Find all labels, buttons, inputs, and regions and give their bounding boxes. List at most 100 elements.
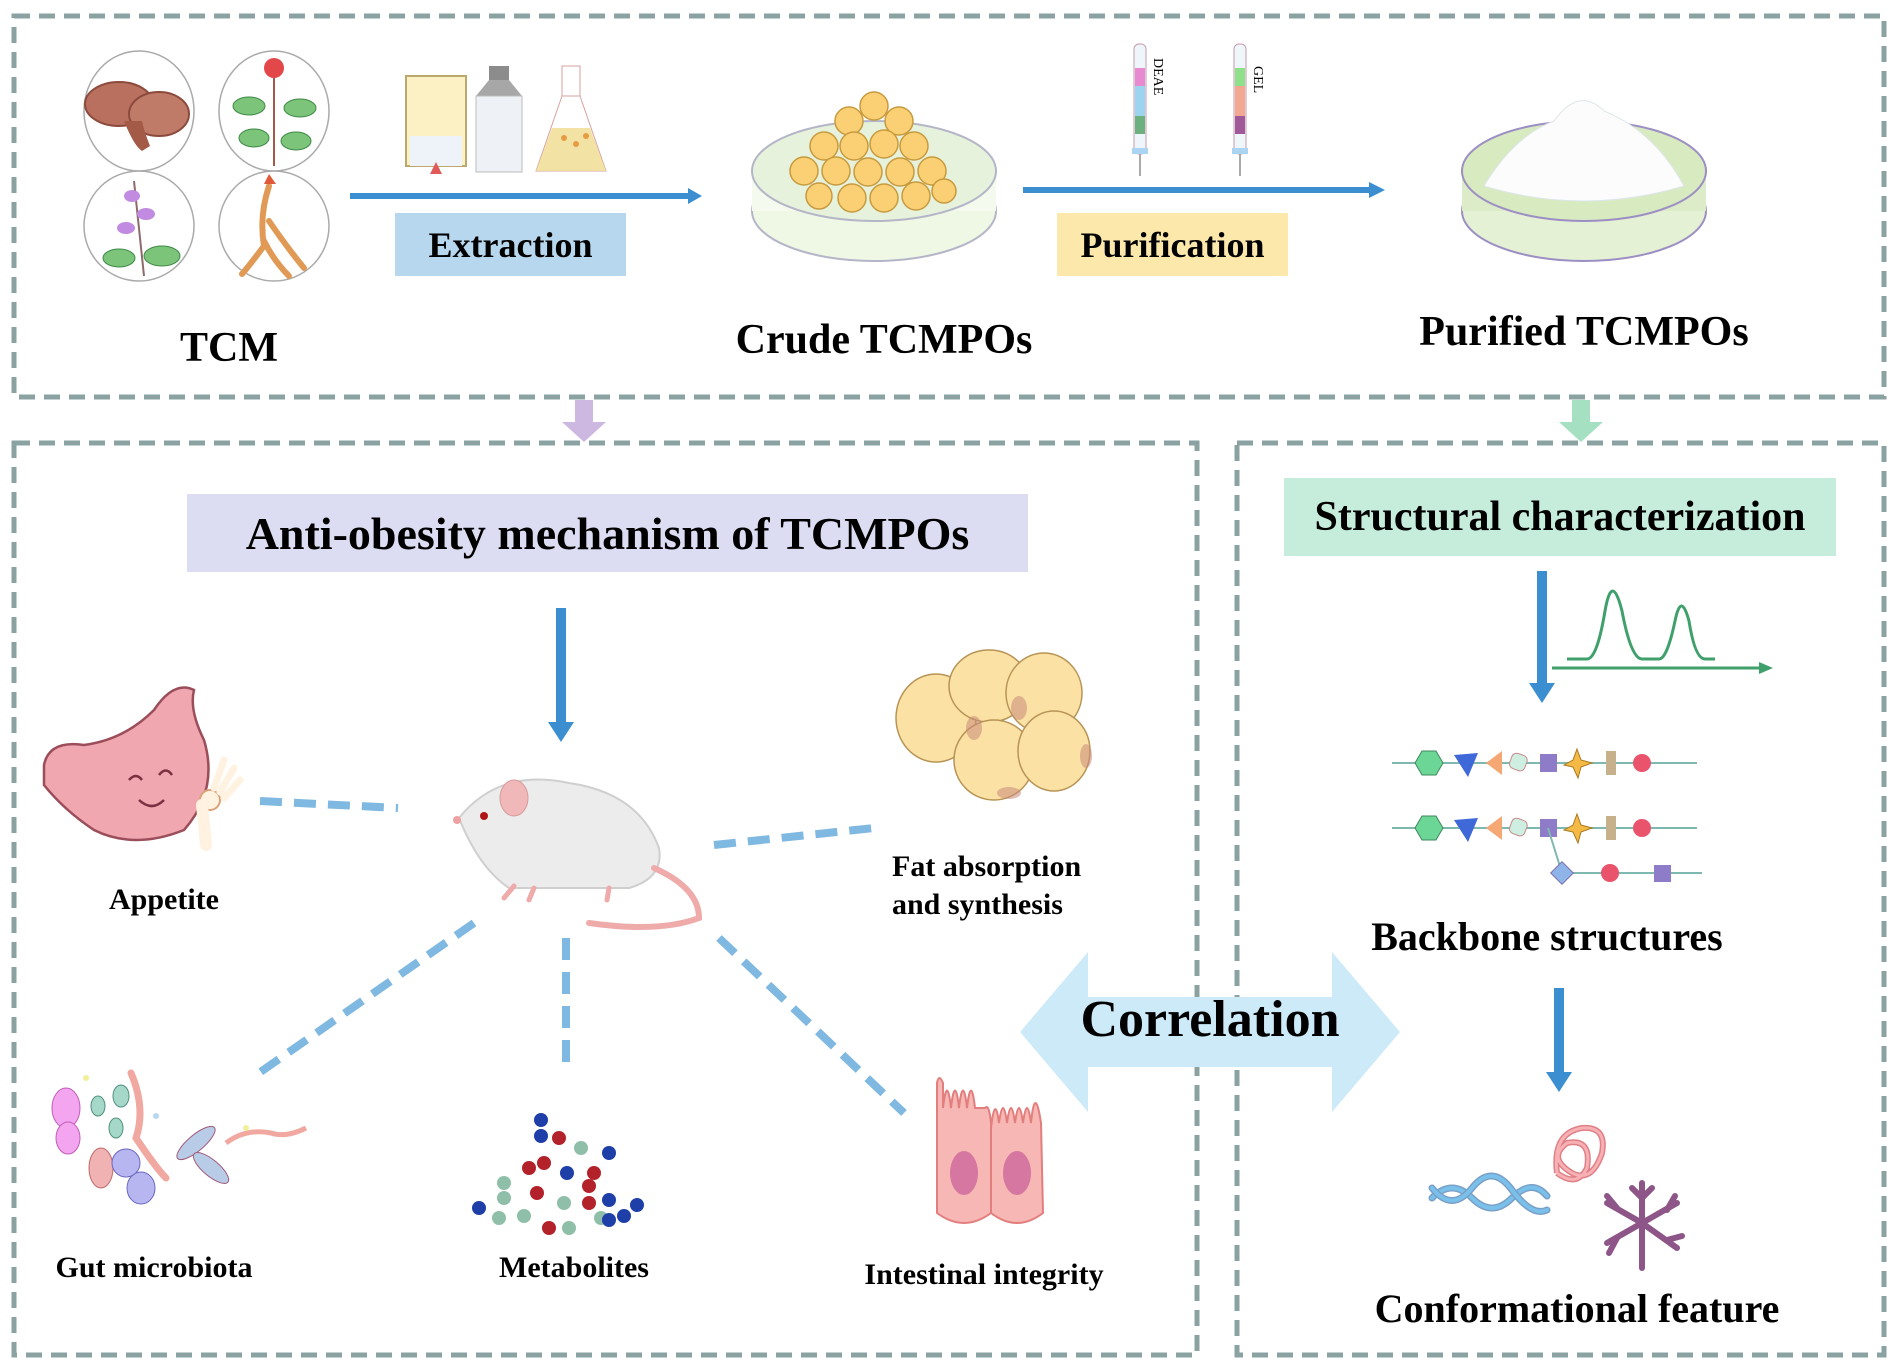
conformations-illustration — [1428, 1124, 1685, 1271]
appetite-label: Appetite — [109, 883, 219, 916]
structure-panel-border-rect — [1234, 440, 1887, 1358]
adipocytes-illustration — [895, 649, 1092, 801]
hexagon-unit — [1414, 750, 1444, 776]
flowering-herb-icon — [83, 170, 195, 282]
intestinal-cells-illustration — [936, 1077, 1045, 1224]
deae-column-icon — [1132, 43, 1148, 176]
extraction-flow-arrow — [350, 188, 702, 204]
metabolite-dot — [560, 1166, 574, 1180]
white-powder — [1483, 100, 1685, 202]
structure-title: Structural characterization — [1284, 478, 1836, 556]
branched-structure-icon — [1604, 1180, 1685, 1271]
star-unit — [1562, 747, 1594, 780]
mechanism-panel-border — [11, 440, 1200, 1358]
gel-column-icon — [1232, 43, 1248, 176]
metabolites-label: Metabolites — [499, 1251, 649, 1284]
fat-absorption-line2: and synthesis — [892, 888, 1063, 921]
metabolite-dot — [630, 1198, 644, 1212]
ginseng-root-icon — [218, 170, 330, 282]
structure-down-arrow — [1529, 571, 1555, 703]
backbone-chains-illustration — [1392, 747, 1702, 886]
correlation-double-arrow[interactable] — [1020, 952, 1400, 1112]
metabolite-dot — [602, 1193, 616, 1207]
diamond-unit — [1508, 752, 1528, 772]
metabolite-dot — [522, 1161, 536, 1175]
metabolite-dot — [537, 1156, 551, 1170]
square-unit — [1654, 865, 1671, 882]
metabolite-dot — [582, 1179, 596, 1193]
mechanism-panel: Anti-obesity mechanism of TCMPOs Appetit… — [14, 443, 1197, 1355]
gut-microbiota-illustration — [51, 1069, 308, 1205]
metabolite-dot — [492, 1211, 506, 1225]
ginseng-plant-icon — [218, 50, 330, 172]
diamond-unit — [1508, 817, 1528, 837]
bar-unit — [1606, 751, 1616, 775]
metabolite-dot — [552, 1131, 566, 1145]
link-appetite — [259, 797, 399, 812]
mechanism-down-arrow — [548, 608, 574, 742]
flower-unit — [1601, 864, 1619, 882]
chromatogram-peaks-icon — [1552, 589, 1773, 674]
ultrasonic-extractor-icon — [405, 75, 467, 174]
hexagon-unit — [1414, 815, 1444, 841]
fat-absorption-line1: Fat absorption — [892, 850, 1082, 883]
purple-down-arrow — [562, 400, 606, 442]
flower-unit — [1633, 754, 1651, 772]
purification-step-label: Purification — [1057, 213, 1288, 276]
extraction-step-label: Extraction — [395, 213, 626, 276]
solvent-bottle-icon — [475, 66, 523, 173]
metabolite-dot — [497, 1191, 511, 1205]
metabolite-dot — [602, 1146, 616, 1160]
square-unit — [1540, 754, 1557, 772]
fat-absorption-label: Fat absorption and synthesis — [892, 848, 1081, 924]
mouse-illustration — [453, 778, 703, 930]
metabolite-dot — [530, 1186, 544, 1200]
structure-panel: Structural characterization Backbone str… — [1237, 443, 1884, 1355]
metabolite-dot — [602, 1213, 616, 1227]
adipocyte — [1017, 710, 1091, 792]
chromatography-columns-illustration: DEAE GEL — [1132, 43, 1265, 176]
metabolite-dot — [582, 1196, 596, 1210]
triple-helix-icon — [1428, 1172, 1551, 1215]
metabolite-dot — [617, 1209, 631, 1223]
polysaccharide-granules — [789, 91, 957, 213]
arrowhead-unit — [1486, 751, 1502, 775]
mechanism-title: Anti-obesity mechanism of TCMPOs — [187, 494, 1028, 572]
metabolite-dot — [534, 1113, 548, 1127]
gel-column-label: GEL — [1250, 66, 1265, 93]
crude-tcmpos-label: Crude TCMPOs — [735, 317, 1033, 363]
metabolite-dot — [557, 1196, 571, 1210]
tcm-label: TCM — [180, 325, 278, 371]
triangle-unit — [1454, 753, 1478, 777]
link-gut — [256, 919, 477, 1077]
intestinal-integrity-label: Intestinal integrity — [864, 1258, 1104, 1291]
metabolite-dot — [587, 1166, 601, 1180]
gut-microbiota-label: Gut microbiota — [55, 1251, 253, 1284]
tcm-herbs-illustration — [83, 50, 330, 282]
metabolite-dot — [562, 1221, 576, 1235]
link-fat — [713, 824, 875, 849]
bar-unit — [1606, 816, 1616, 840]
ok-hand-icon — [196, 756, 244, 851]
purification-flow-arrow — [1023, 182, 1385, 198]
erlenmeyer-flask-icon — [535, 65, 607, 172]
metabolites-illustration — [472, 1113, 644, 1235]
purified-tcmpos-dish-illustration — [1461, 100, 1707, 262]
correlation-label: Correlation — [1080, 991, 1340, 1048]
extraction-apparatus-illustration — [405, 65, 607, 174]
green-down-arrow — [1559, 400, 1603, 442]
arrowhead-unit — [1486, 816, 1502, 840]
lingzhi-mushroom-icon — [83, 50, 195, 172]
mechanism-links — [256, 797, 907, 1116]
crude-tcmpos-dish-illustration — [751, 91, 997, 262]
metabolite-dot — [574, 1141, 588, 1155]
deae-column-label: DEAE — [1150, 58, 1165, 95]
top-panel: TCM Extraction — [14, 16, 1884, 397]
conformational-feature-label: Conformational feature — [1374, 1286, 1780, 1331]
metabolite-dot — [517, 1209, 531, 1223]
purified-tcmpos-label: Purified TCMPOs — [1419, 309, 1749, 355]
link-intestinal — [716, 935, 907, 1116]
conformation-down-arrow — [1546, 988, 1572, 1092]
star-unit — [1562, 812, 1594, 845]
